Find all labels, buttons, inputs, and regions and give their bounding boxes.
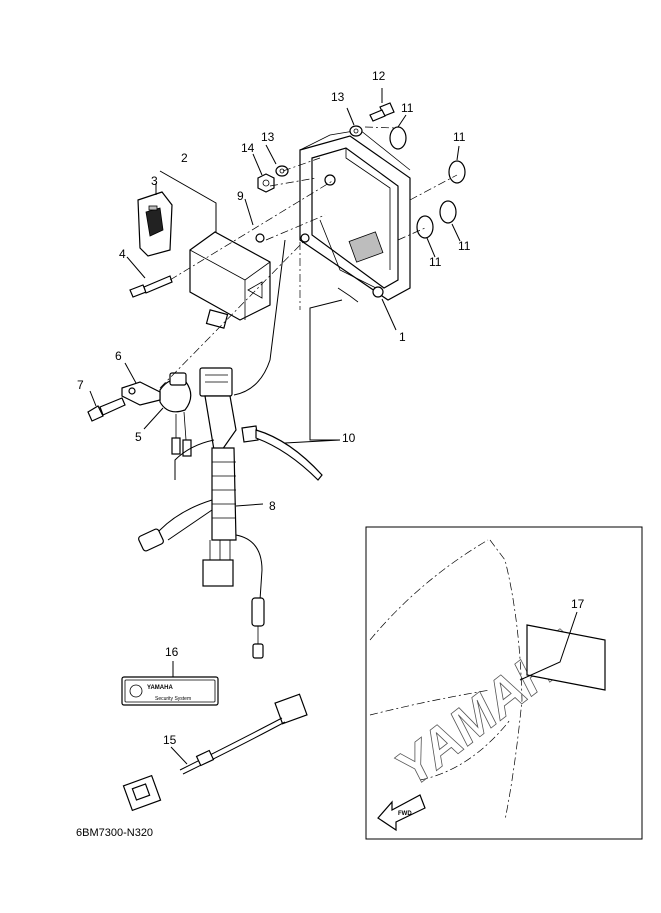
part-14-nut — [257, 173, 275, 193]
callout-7: 7 — [77, 378, 84, 392]
callout-2: 2 — [181, 151, 188, 165]
part-2-control-unit — [189, 231, 271, 329]
callout-11-b: 11 — [453, 130, 466, 144]
callout-14: 14 — [241, 141, 255, 155]
callout-3: 3 — [151, 174, 158, 188]
callout-9: 9 — [237, 189, 244, 203]
part-1-mounting-box — [299, 129, 411, 303]
part-9-washer — [255, 233, 265, 243]
callout-10: 10 — [342, 431, 356, 445]
callout-16: 16 — [165, 645, 179, 659]
callout-13-b: 13 — [261, 130, 275, 144]
callout-4: 4 — [119, 247, 126, 261]
part-12-screw — [369, 102, 395, 122]
fwd-arrow-text: FWD — [398, 811, 412, 817]
callout-13-a: 13 — [331, 90, 345, 104]
part-16-security-label: YAMAHA Security System — [121, 676, 219, 706]
part-17-decal — [526, 624, 606, 691]
label-16-caption: Security System — [155, 696, 191, 702]
callout-11-c: 11 — [429, 255, 442, 269]
callout-15: 15 — [163, 733, 177, 747]
label-16-brand: YAMAHA — [147, 685, 173, 691]
callout-8: 8 — [269, 499, 276, 513]
part-8-wiring-harness — [138, 239, 286, 659]
part-7-screw — [87, 397, 126, 422]
part-5-relay — [159, 372, 192, 457]
callout-11-a: 11 — [401, 101, 414, 115]
callout-11-d: 11 — [458, 239, 471, 253]
part-6-bracket — [121, 381, 161, 406]
cowling-inset: YAMAHA FWD — [365, 526, 643, 840]
callout-12: 12 — [372, 69, 386, 83]
part-11-seals — [389, 126, 466, 239]
drawing-code: 6BM7300-N320 — [76, 827, 153, 839]
callout-17: 17 — [571, 597, 585, 611]
part-15-extension-harness — [122, 693, 308, 812]
leader-lines — [89, 88, 578, 765]
part-3-cover — [137, 191, 173, 257]
callout-5: 5 — [135, 430, 142, 444]
part-4-bolt — [129, 275, 173, 298]
part-13-washers — [275, 125, 363, 177]
callout-6: 6 — [115, 349, 122, 363]
callout-1: 1 — [399, 330, 406, 344]
part-10-cable-tie — [241, 425, 323, 481]
